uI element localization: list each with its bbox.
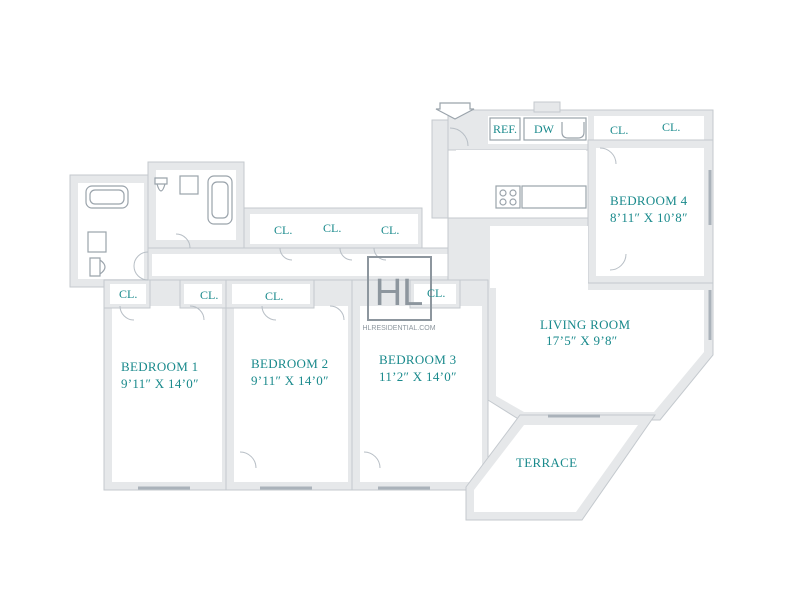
- kitchen-sink-top: [561, 122, 585, 139]
- refrigerator: [489, 117, 521, 141]
- bedroom-1-name: BEDROOM 1: [121, 359, 198, 374]
- logo-watermark: HL HLRESIDENTIAL.COM: [362, 256, 436, 332]
- closet-label: CL.: [200, 288, 218, 302]
- room-labels: BEDROOM 1 9’11″ X 14’0″ BEDROOM 2 9’11″ …: [121, 193, 688, 470]
- closet-label: CL.: [274, 223, 292, 237]
- living-room-name: LIVING ROOM: [540, 317, 630, 332]
- logo-site: HLRESIDENTIAL.COM: [362, 325, 435, 332]
- bedroom-2-dim: 9’11″ X 14’0″: [251, 373, 329, 388]
- terrace-name: TERRACE: [516, 455, 577, 470]
- closet-label: CL.: [381, 223, 399, 237]
- closet-label: CL.: [265, 289, 283, 303]
- closet-label: CL.: [119, 287, 137, 301]
- bedroom-4-dim: 8’11″ X 10’8″: [610, 210, 688, 225]
- sink-left: [87, 231, 107, 253]
- toilet-left: [89, 257, 106, 277]
- closet-labels: CL. CL. CL. CL. CL. CL. CL. CL. CL. REF.…: [119, 120, 680, 303]
- sink-center: [179, 175, 199, 195]
- closet-label: CL.: [610, 123, 628, 137]
- kitchen-counter: [521, 185, 587, 209]
- logo-mark: HL: [375, 272, 424, 314]
- bedroom-3-name: BEDROOM 3: [379, 352, 456, 367]
- dishwasher-label: DW: [534, 122, 555, 136]
- living-room-dim: 17’5″ X 9’8″: [546, 333, 617, 348]
- closet-label: CL.: [662, 120, 680, 134]
- walls: [69, 101, 714, 521]
- fixtures: [85, 102, 587, 277]
- entry-arrow: [435, 102, 475, 120]
- bedroom-4-name: BEDROOM 4: [610, 193, 688, 208]
- toilet-center: [154, 177, 168, 192]
- stove: [495, 185, 521, 209]
- bedroom-3-dim: 11’2″ X 14’0″: [379, 369, 457, 384]
- closet-label: CL.: [427, 286, 445, 300]
- bedroom-1-dim: 9’11″ X 14’0″: [121, 376, 199, 391]
- refrigerator-label: REF.: [493, 122, 517, 136]
- windows: [138, 170, 712, 490]
- bedroom-2-name: BEDROOM 2: [251, 356, 328, 371]
- closet-label: CL.: [323, 221, 341, 235]
